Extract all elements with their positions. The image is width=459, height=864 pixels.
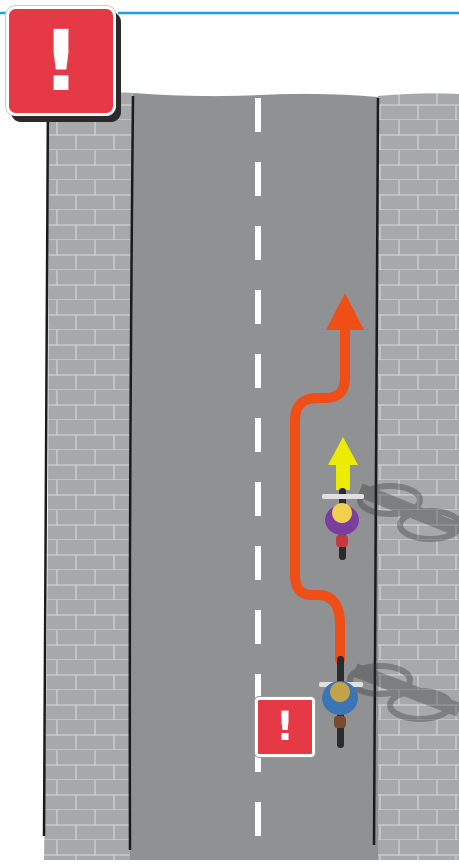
- exclamation-icon: !: [276, 707, 294, 747]
- small-warning-badge: !: [255, 697, 315, 757]
- left-sidewalk: [44, 92, 133, 860]
- warning-badge: !: [6, 6, 116, 116]
- exclamation-icon: !: [42, 19, 80, 103]
- right-sidewalk: [378, 93, 459, 860]
